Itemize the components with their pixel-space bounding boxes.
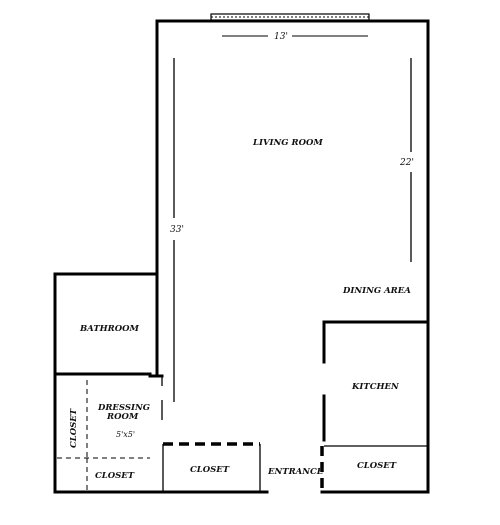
closet-bottom-middle-label: CLOSET bbox=[190, 465, 230, 475]
right-length-dimension-label: 22' bbox=[399, 158, 414, 168]
dining-area-label: DINING AREA bbox=[342, 286, 411, 296]
left-length-dimension-label: 33' bbox=[170, 225, 184, 235]
dressing-room-label-line2: ROOM bbox=[106, 412, 139, 422]
closet-vertical-label: CLOSET bbox=[69, 408, 79, 448]
closet-partitions bbox=[57, 380, 150, 490]
dressing-room-label-line1: DRESSING bbox=[97, 403, 150, 413]
closet-kitchen-label: CLOSET bbox=[357, 461, 397, 471]
entrance-label: ENTRANCE bbox=[267, 467, 324, 477]
living-room-label: LIVING ROOM bbox=[252, 138, 323, 148]
closet-bottom-left-label: CLOSET bbox=[95, 471, 135, 481]
dimension-lines bbox=[173, 35, 412, 402]
width-dimension-label: 13' bbox=[274, 32, 288, 42]
interior-walls bbox=[53, 270, 430, 492]
bathroom-label: BATHROOM bbox=[79, 324, 140, 334]
window bbox=[210, 13, 370, 21]
outer-walls bbox=[53, 19, 430, 494]
dressing-room-size-label: 5'x5' bbox=[116, 430, 135, 439]
kitchen-label: KITCHEN bbox=[351, 382, 400, 392]
